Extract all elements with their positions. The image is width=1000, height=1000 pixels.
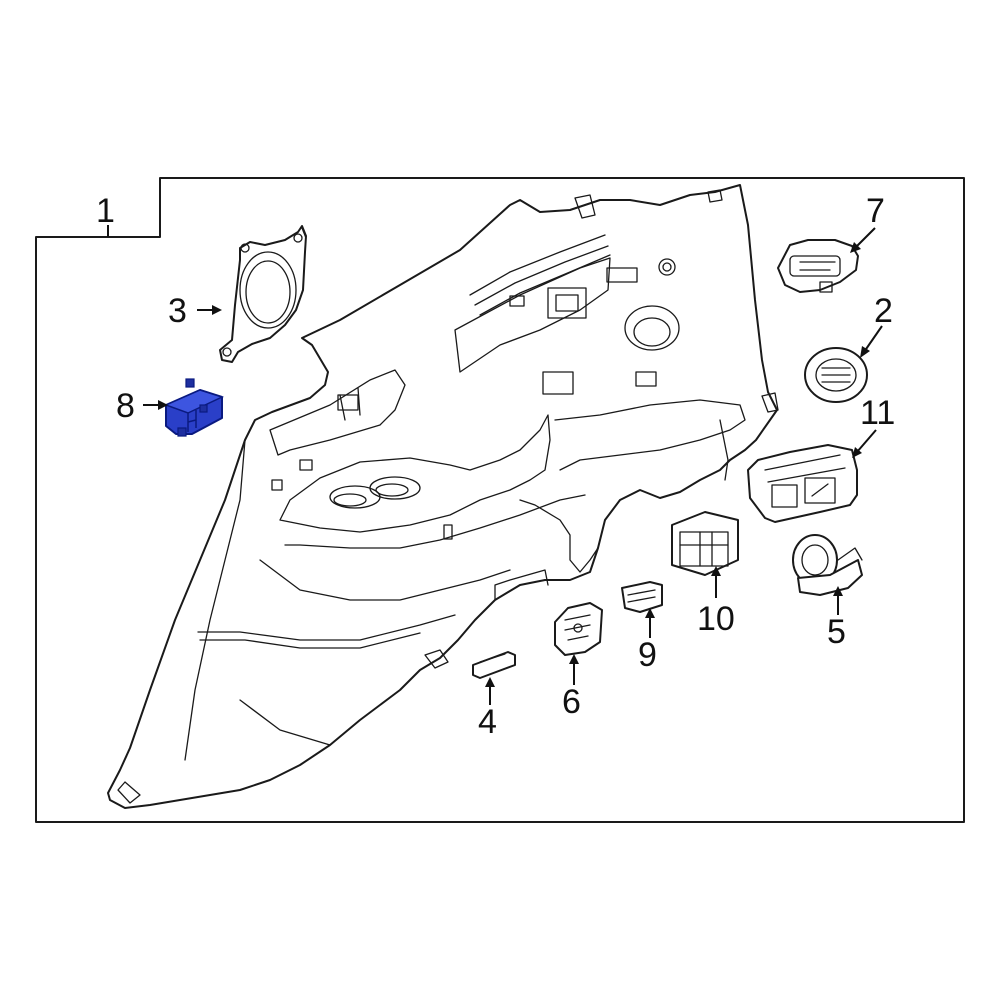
part-3-trim-bezel[interactable]: [219, 225, 307, 363]
part-10-power-socket[interactable]: [671, 511, 739, 576]
leader-lines: [107, 225, 883, 705]
callout-3: 3: [168, 292, 187, 330]
callout-6: 6: [562, 683, 581, 721]
callout-5: 5: [827, 613, 846, 651]
callout-7: 7: [866, 192, 885, 230]
callout-labels: 1 3 8 7 2 11 5 10 9 6 4: [96, 192, 895, 741]
part-11-switch-panel[interactable]: [747, 444, 858, 523]
part-4-clip[interactable]: [472, 651, 516, 679]
callout-10: 10: [697, 600, 735, 638]
callout-9: 9: [638, 636, 657, 674]
callout-2: 2: [874, 292, 893, 330]
callout-11: 11: [860, 394, 895, 432]
part-2-grommet[interactable]: [804, 347, 868, 403]
part-9-plug-cap[interactable]: [621, 581, 663, 613]
diagram-frame: [35, 177, 965, 823]
callout-4: 4: [478, 703, 497, 741]
part-6-bracket[interactable]: [554, 602, 603, 656]
part-5-hook[interactable]: [792, 534, 863, 596]
part-8-control-module[interactable]: [163, 378, 225, 437]
part-7-cargo-latch[interactable]: [777, 239, 859, 293]
callout-8: 8: [116, 387, 135, 425]
callout-1: 1: [96, 192, 115, 230]
part-1-quarter-trim-panel[interactable]: [107, 184, 779, 809]
